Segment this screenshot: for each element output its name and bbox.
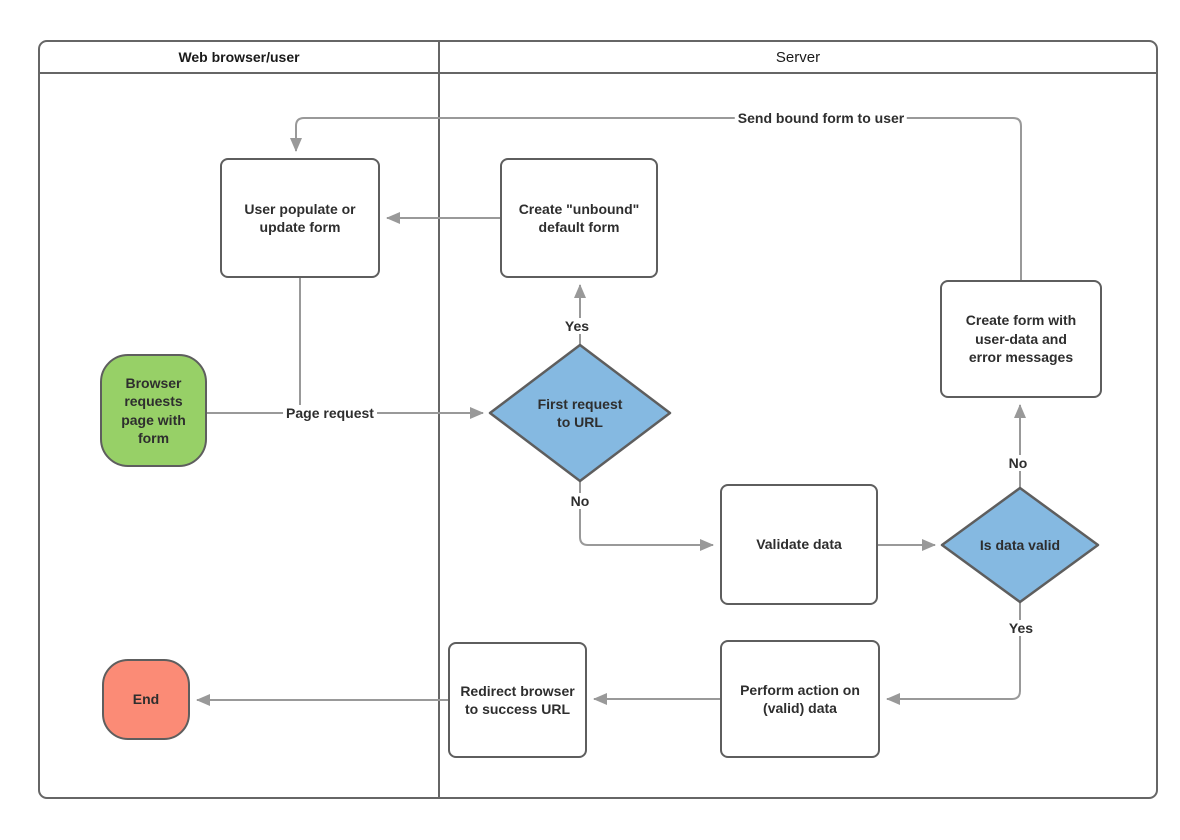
node-validate-data: Validate data	[720, 484, 878, 605]
edge-first-request-no-to-validate	[579, 481, 714, 551]
node-perform-action: Perform action on (valid) data	[720, 640, 880, 758]
node-redirect-browser: Redirect browser to success URL	[448, 642, 587, 758]
lane-header-server: Server	[775, 48, 821, 66]
edge-label-first-no: No	[567, 493, 593, 509]
edge-send-bound-form-to-user-populate	[290, 117, 1022, 280]
edge-label-valid-yes: Yes	[1005, 620, 1037, 636]
node-create-form-with-errors: Create form with user-data and error mes…	[940, 280, 1102, 398]
connector-lines	[196, 117, 1026, 706]
edge-label-valid-no: No	[1005, 455, 1031, 471]
is-data-valid-diamond-shape	[940, 486, 1100, 604]
node-end: End	[102, 659, 190, 740]
node-create-unbound-form: Create "unbound" default form	[500, 158, 658, 278]
edge-label-send-bound-form: Send bound form to user	[734, 110, 908, 126]
node-browser-requests-page: Browser requests page with form	[100, 354, 207, 467]
edge-label-page-request: Page request	[283, 405, 377, 421]
lane-header-web-browser-user: Web browser/user	[178, 49, 300, 65]
edge-label-first-yes: Yes	[561, 318, 593, 334]
swimlane-outer-border	[38, 40, 1158, 799]
first-request-diamond-shape	[488, 343, 672, 483]
edge-is-valid-yes-to-perform-action	[886, 602, 1021, 705]
node-user-populate-form: User populate or update form	[220, 158, 380, 278]
swimlane-frame	[38, 40, 1158, 799]
